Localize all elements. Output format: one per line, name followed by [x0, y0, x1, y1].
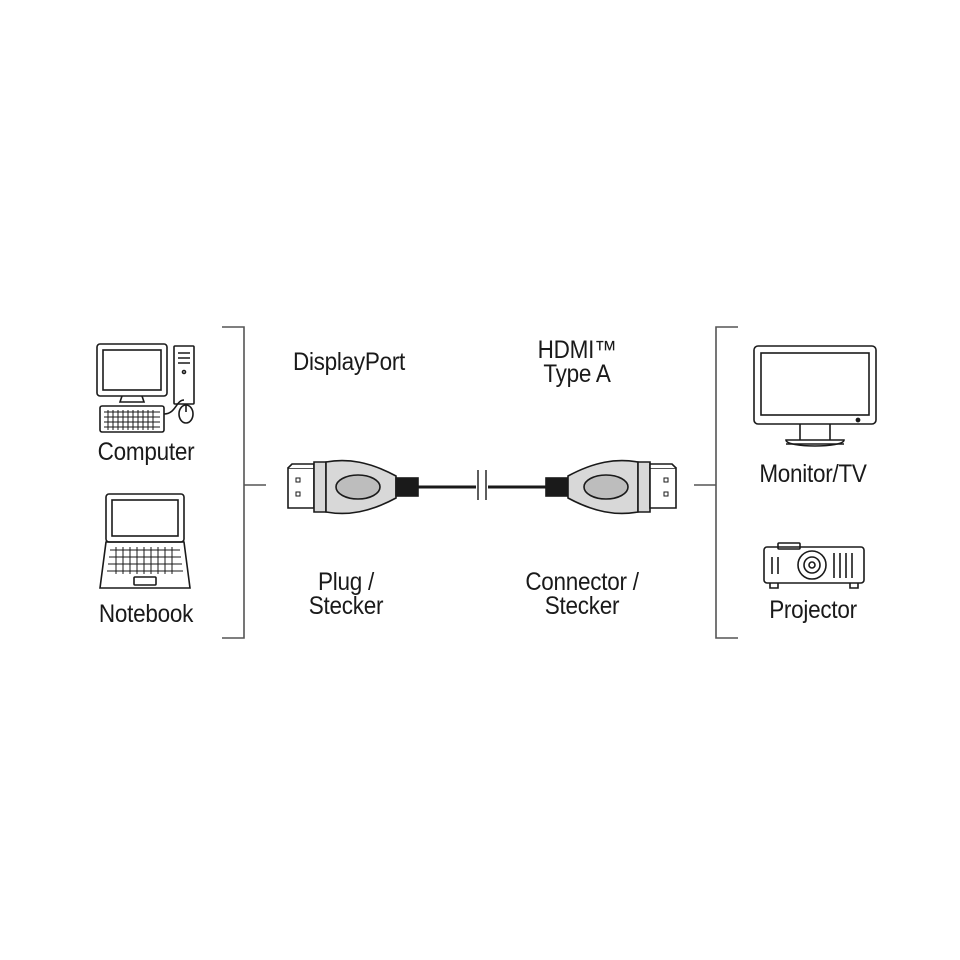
- projector-icon: [763, 542, 865, 589]
- displayport-plug-icon: [287, 459, 419, 515]
- computer-label: Computer: [97, 438, 195, 466]
- projector-label: Projector: [769, 596, 857, 624]
- cable-break-mark: [477, 470, 487, 500]
- plug-stecker-label: Stecker: [308, 592, 384, 620]
- plug-label: Plug /: [318, 568, 374, 596]
- hdmi-label: HDMI™: [537, 336, 617, 364]
- hdmi-plug-icon: [545, 459, 677, 515]
- source-bracket: [222, 326, 266, 639]
- notebook-label: Notebook: [98, 600, 194, 628]
- monitor-label: Monitor/TV: [759, 460, 867, 488]
- monitor-icon: [753, 345, 877, 447]
- laptop-icon: [99, 493, 191, 589]
- desktop-computer-icon: [96, 343, 195, 433]
- target-bracket: [694, 326, 738, 639]
- connector-label: Connector /: [525, 568, 639, 596]
- hdmi-type-label: Type A: [543, 360, 611, 388]
- displayport-label: DisplayPort: [292, 348, 406, 376]
- connector-stecker-label: Stecker: [544, 592, 620, 620]
